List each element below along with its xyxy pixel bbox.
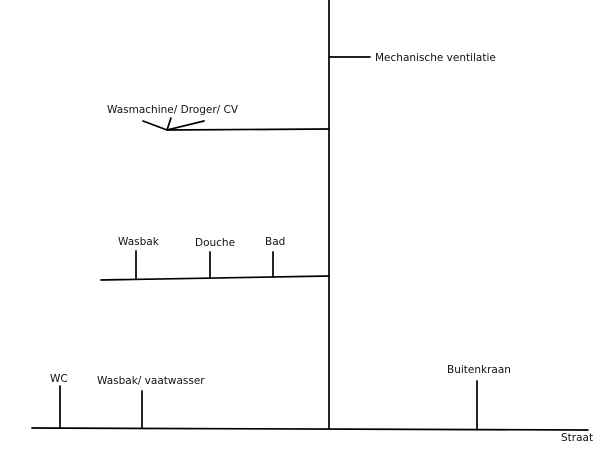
label-street: Straat — [561, 432, 593, 444]
label-washer: Wasmachine/ Droger/ CV — [107, 104, 239, 116]
washer-branch-stub-middle — [166, 117, 172, 131]
label-shower: Douche — [195, 237, 235, 249]
bathroom-branch — [100, 275, 330, 281]
label-sink: Wasbak — [118, 236, 160, 248]
washer-branch — [166, 128, 330, 131]
label-sink-dishwasher: Wasbak/ vaatwasser — [97, 375, 205, 387]
label-outdoor-tap: Buitenkraan — [447, 364, 511, 376]
label-ventilation: Mechanische ventilatie — [375, 52, 496, 64]
label-bath: Bad — [265, 236, 285, 248]
street-pipe — [31, 427, 589, 431]
washer-branch-stub-left — [142, 120, 168, 131]
label-wc: WC — [50, 373, 68, 385]
washer-branch-stub-right — [166, 120, 205, 131]
